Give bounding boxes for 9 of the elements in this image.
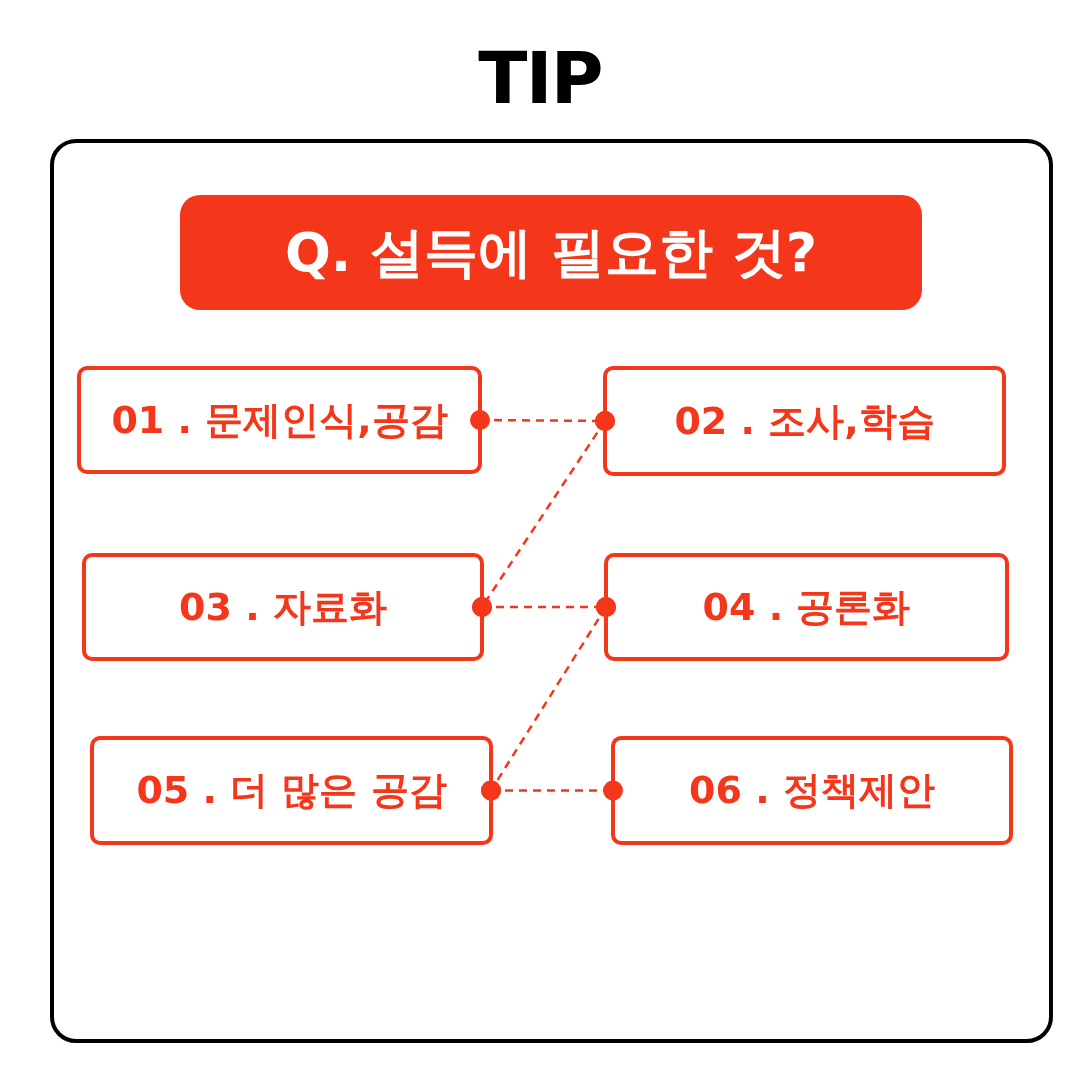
- step-box: 05 . 더 많은 공감: [90, 736, 493, 845]
- question-banner: Q. 설득에 필요한 것?: [180, 195, 922, 310]
- step-box: 01 . 문제인식,공감: [77, 366, 482, 474]
- step-box: 04 . 공론화: [604, 553, 1009, 661]
- step-box: 02 . 조사,학습: [603, 366, 1006, 476]
- dashed-connector: [481, 780, 623, 801]
- title: TIP: [477, 42, 603, 114]
- step-box: 06 . 정책제안: [611, 736, 1013, 845]
- step-box: 03 . 자료화: [82, 553, 484, 661]
